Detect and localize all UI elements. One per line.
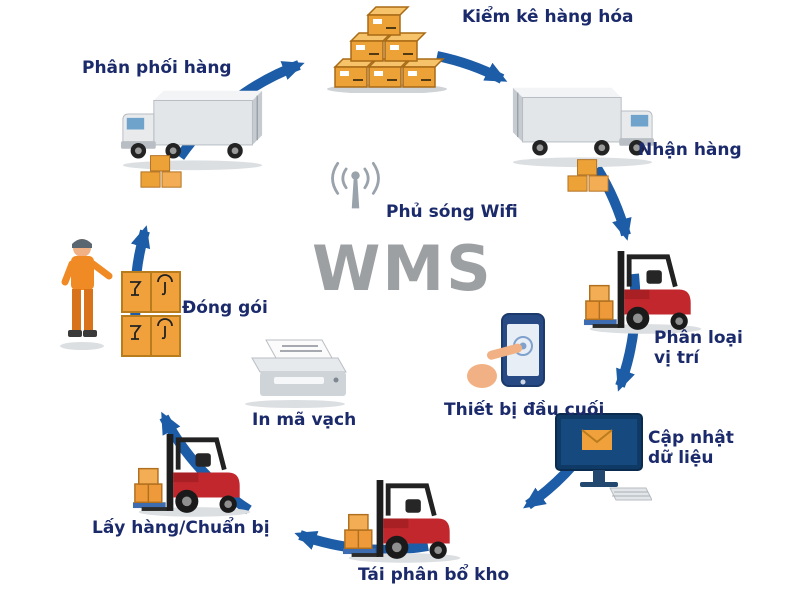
printer-icon [245,339,347,408]
packing-boxes-icon [121,271,181,357]
computer-monitor-icon [555,413,652,501]
node-label-inventory-check: Kiểm kê hàng hóa [462,7,634,27]
wms-title: WMS [312,232,493,305]
node-label-packing: Đóng gói [182,298,268,318]
node-label-location-sorting: Phân loại vị trí [654,328,743,369]
wifi-antenna-icon [331,161,380,209]
forklift-icon [132,426,257,518]
node-label-data-update: Cập nhật dữ liệu [648,428,734,469]
cartons-small-icon [138,148,186,191]
node-label-stock-reallocation: Tái phân bổ kho [358,565,510,585]
node-label-barcode-printing: In mã vạch [252,410,357,430]
node-label-terminal-device: Thiết bị đầu cuối [444,400,605,420]
forklift-icon [583,243,708,335]
forklift-icon [342,472,467,564]
handheld-terminal-icon [467,313,545,388]
cartons-small-icon [565,152,613,195]
node-label-receiving: Nhận hàng [638,140,742,160]
carton-stack-icon [327,6,447,93]
wifi-coverage-label: Phủ sóng Wifi [386,202,518,222]
node-label-picking: Lấy hàng/Chuẩn bị [92,518,270,538]
node-label-distribution: Phân phối hàng [82,58,232,78]
worker-icon [60,239,113,350]
